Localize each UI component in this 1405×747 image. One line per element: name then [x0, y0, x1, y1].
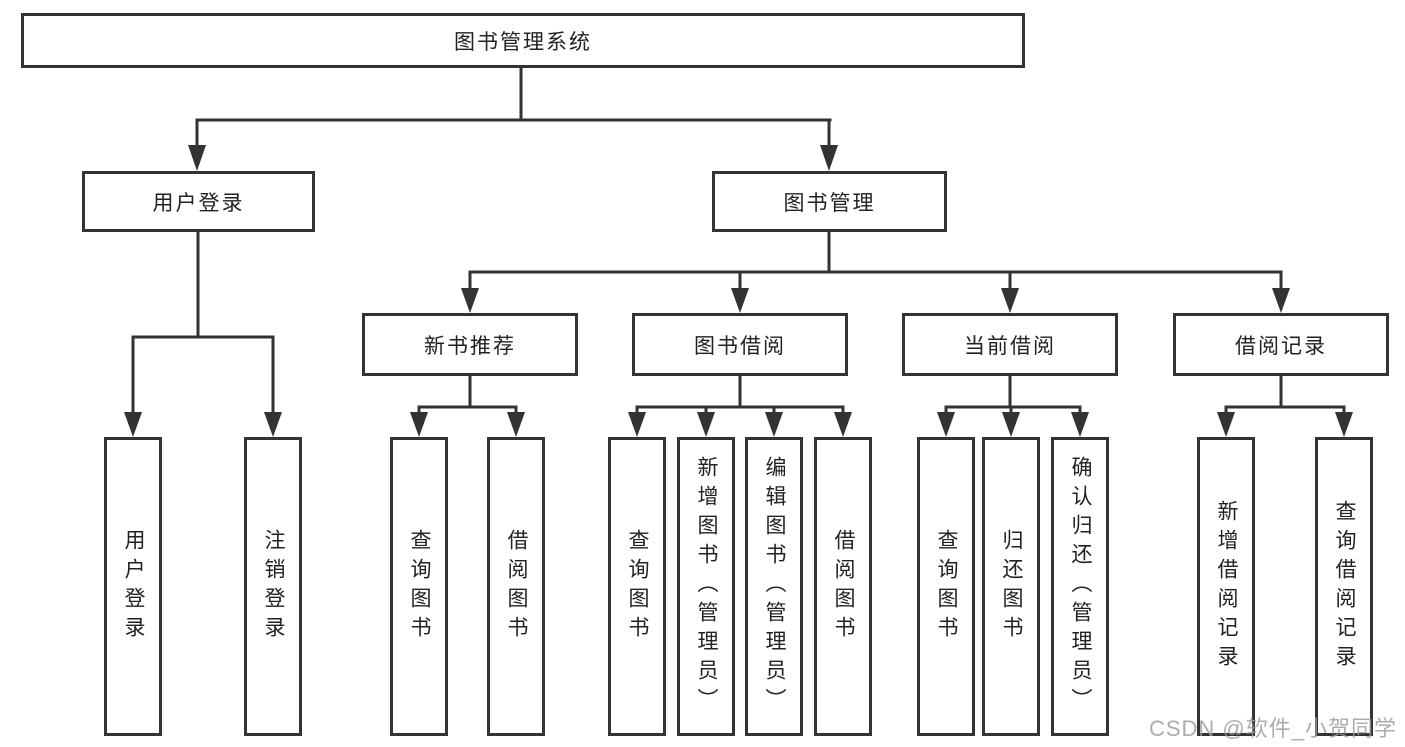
connector-current-branch	[944, 373, 1082, 420]
leaf-add-borrow-record: 新增借阅记录	[1197, 437, 1255, 736]
node-borrow-records: 借阅记录	[1173, 313, 1389, 376]
leaf-query-books-recommend: 查询图书	[390, 437, 448, 736]
connector-recommend-branch	[417, 373, 518, 420]
csdn-watermark: CSDN @软件_小贺同学	[1148, 716, 1397, 741]
leaf-logout: 注销登录	[244, 437, 302, 736]
leaf-user-login: 用户登录	[104, 437, 162, 736]
leaf-edit-book-admin: 编辑图书（管理员）	[745, 437, 803, 736]
node-user-login: 用户登录	[82, 171, 315, 232]
leaf-query-borrow-record: 查询借阅记录	[1315, 437, 1373, 736]
leaf-return-book: 归还图书	[982, 437, 1040, 736]
node-book-management: 图书管理	[712, 171, 947, 232]
leaf-query-books-current: 查询图书	[917, 437, 975, 736]
connector-userlogin-branch	[131, 229, 275, 420]
node-book-borrow: 图书借阅	[632, 313, 848, 376]
leaf-borrow-books: 借阅图书	[814, 437, 872, 736]
connector-borrow-branch	[635, 373, 845, 420]
leaf-query-books-borrow: 查询图书	[608, 437, 666, 736]
node-current-borrow: 当前借阅	[902, 313, 1118, 376]
leaf-borrow-books-recommend: 借阅图书	[487, 437, 545, 736]
leaf-add-book-admin: 新增图书（管理员）	[677, 437, 735, 736]
arrowheads	[124, 145, 1353, 437]
leaf-confirm-return-admin: 确认归还（管理员）	[1051, 437, 1109, 736]
connector-bookmgmt-branch	[468, 229, 1283, 294]
node-new-book-recommend: 新书推荐	[362, 313, 578, 376]
connector-root-to-level2	[195, 66, 832, 152]
connector-records-branch	[1224, 373, 1346, 420]
node-root-system: 图书管理系统	[21, 13, 1025, 68]
